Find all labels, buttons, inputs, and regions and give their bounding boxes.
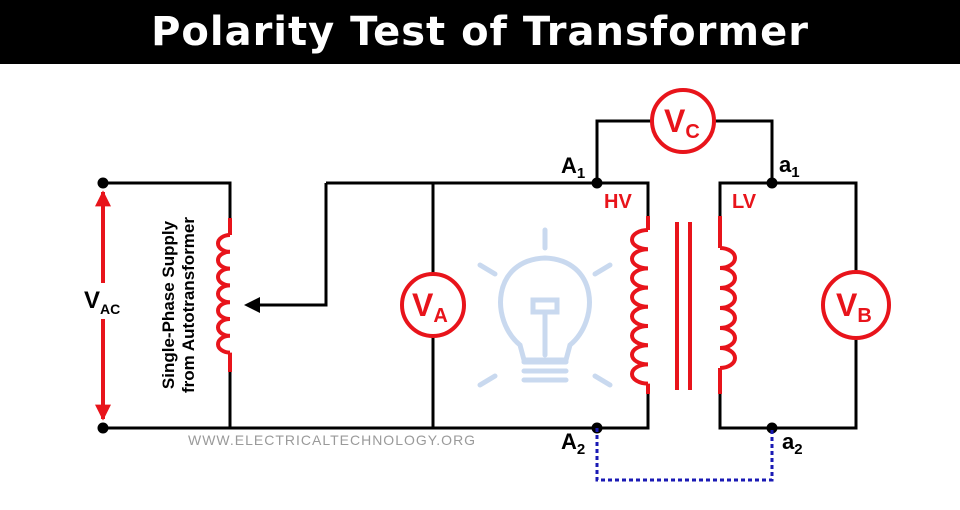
transformer-core [675, 222, 692, 390]
voltmeter-va: VA [400, 272, 466, 338]
lv-coil [718, 216, 737, 394]
terminal-a1-lower: a1 [779, 152, 800, 181]
terminal-a1-upper: A1 [561, 153, 585, 182]
lightbulb-icon [477, 227, 613, 388]
hv-label: HV [604, 191, 632, 213]
supply-label-line2: from Autotransformer [179, 217, 198, 393]
terminal-a2-lower: a2 [782, 429, 803, 458]
title-bar: Polarity Test of Transformer [0, 0, 960, 64]
watermark: WWW.ELECTRICALTECHNOLOGY.ORG [188, 432, 476, 448]
terminal-dots [591, 177, 778, 434]
svg-text:VA: VA [412, 287, 448, 327]
terminal-a2-upper: A2 [561, 429, 585, 458]
supply-label-line1: Single-Phase Supply [159, 220, 178, 389]
main-wiring [230, 119, 858, 430]
lv-label: LV [732, 191, 757, 213]
jumper-link [595, 428, 774, 482]
vac-label: VAC [84, 287, 120, 317]
supply-terminals [97, 177, 109, 434]
wiper-arrow [244, 183, 328, 313]
page-title: Polarity Test of Transformer [151, 9, 809, 55]
voltmeter-vc: VC [650, 88, 716, 154]
autotransformer-coil [216, 218, 232, 372]
svg-text:VC: VC [664, 103, 700, 143]
voltmeter-vb: VB [821, 270, 891, 340]
svg-text:VB: VB [836, 287, 872, 327]
hv-coil [630, 216, 650, 394]
